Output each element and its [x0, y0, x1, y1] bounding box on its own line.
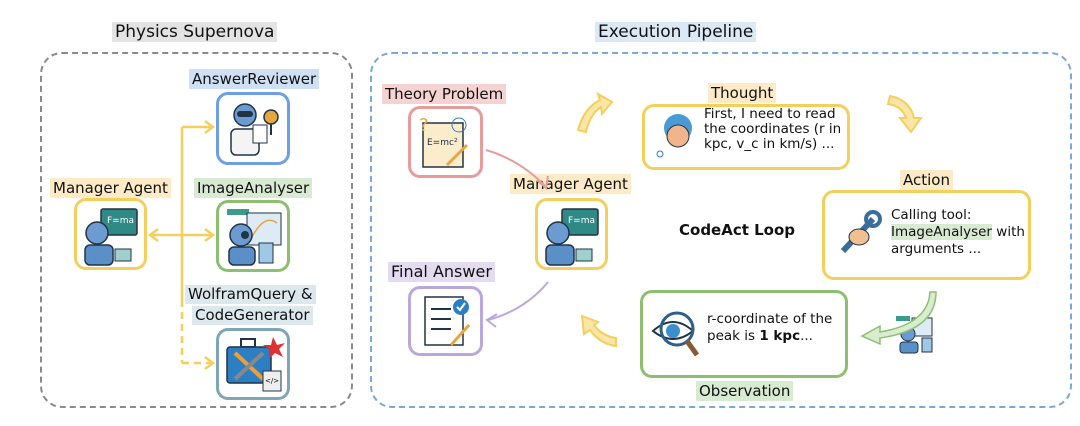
- board-text: F=ma: [568, 216, 595, 226]
- svg-text:E=mc²: E=mc²: [427, 138, 458, 148]
- wrench-hand-icon: [840, 210, 882, 254]
- pipeline-manager-label: Manager Agent: [510, 174, 631, 194]
- wolfram-codegen-label-line1: WolframQuery &: [185, 285, 316, 304]
- action-tool-name: ImageAnalyser: [891, 224, 992, 240]
- left-panel-title: Physics Supernova: [112, 22, 278, 42]
- thinking-head-icon: [656, 114, 692, 158]
- action-text: Calling tool: ImageAnalyser with argumen…: [891, 207, 1031, 258]
- wolfram-codegen-card[interactable]: </>: [216, 328, 290, 400]
- svg-text:?: ?: [419, 115, 429, 136]
- observation-suffix: ...: [800, 328, 813, 344]
- image-analyser-label: ImageAnalyser: [194, 178, 313, 198]
- right-panel-frame: [370, 52, 1072, 408]
- robot-reviewer-icon: [230, 103, 279, 156]
- observation-card[interactable]: r-coordinate of the peak is 1 kpc...: [640, 290, 848, 378]
- manager-agent-card[interactable]: F=ma: [74, 198, 147, 270]
- left-panel-frame: [40, 52, 353, 408]
- board-text: F=ma: [107, 216, 134, 226]
- pipeline-manager-card[interactable]: F=ma: [535, 198, 608, 270]
- answer-reviewer-label: AnswerReviewer: [189, 69, 320, 89]
- manager-agent-label: Manager Agent: [50, 178, 171, 198]
- final-answer-label: Final Answer: [388, 262, 495, 282]
- answer-reviewer-card[interactable]: [216, 92, 290, 165]
- toolbox-icon: </>: [226, 337, 285, 392]
- observation-value: 1 kpc: [759, 328, 801, 344]
- physics-problem-icon: E=mc²?: [419, 115, 469, 168]
- action-prefix: Calling tool:: [891, 207, 972, 223]
- final-answer-card[interactable]: [408, 286, 483, 356]
- action-card[interactable]: Calling tool: ImageAnalyser with argumen…: [822, 190, 1031, 280]
- checklist-icon: [424, 296, 471, 347]
- right-panel-title: Execution Pipeline: [595, 22, 757, 42]
- robot-teacher-icon: F=ma: [545, 208, 599, 266]
- image-analyser-card[interactable]: [216, 200, 290, 272]
- thought-label: Thought: [708, 83, 777, 103]
- mini-analyser-robot-icon: [896, 316, 933, 354]
- observation-label: Observation: [696, 381, 794, 401]
- action-suffix: with arguments ...: [891, 224, 1025, 257]
- codeact-loop-label: CodeAct Loop: [679, 221, 796, 239]
- theory-problem-card[interactable]: E=mc²?: [408, 106, 483, 178]
- eye-magnifier-icon: [651, 311, 700, 357]
- observation-text: r-coordinate of the peak is 1 kpc...: [707, 311, 849, 345]
- observation-prefix: r-coordinate of the peak is: [707, 311, 833, 344]
- wolfram-codegen-label-line2: CodeGenerator: [192, 306, 313, 325]
- coding-badge: </>: [265, 377, 279, 385]
- theory-problem-label: Theory Problem: [382, 84, 507, 104]
- thought-text: First, I need to read the coordinates (r…: [704, 106, 842, 152]
- robot-teacher-icon: F=ma: [84, 208, 138, 266]
- robot-analyser-icon: [227, 209, 282, 266]
- action-label: Action: [900, 170, 953, 190]
